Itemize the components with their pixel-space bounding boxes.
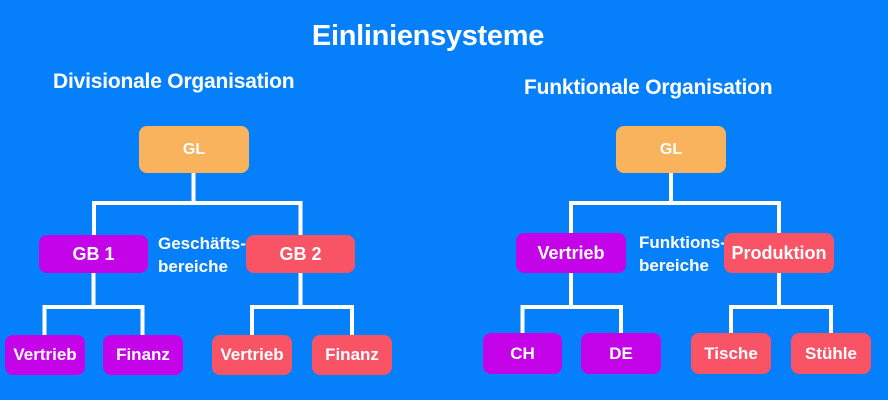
node-functional-de: DE — [581, 333, 661, 374]
node-divisional-gb2-vertrieb: Vertrieb — [212, 335, 292, 375]
annotation-line-2: bereiche — [158, 257, 228, 276]
node-divisional-gb1-finanz: Finanz — [103, 335, 183, 375]
node-functional-gl: GL — [616, 126, 726, 173]
annotation-line-1: Funktions- — [639, 233, 726, 252]
annotation-line-2: bereiche — [639, 256, 709, 275]
node-divisional-gb2-finanz: Finanz — [312, 335, 392, 375]
node-divisional-gl: GL — [139, 126, 249, 173]
annotation-line-1: Geschäfts- — [158, 234, 246, 253]
heading-divisional: Divisionale Organisation — [53, 70, 295, 93]
diagram-title: Einliniensysteme — [311, 20, 545, 52]
annotation-funktionsbereiche: Funktions- bereiche — [639, 231, 726, 277]
node-functional-produktion: Produktion — [724, 233, 834, 273]
annotation-geschaeftsbereiche: Geschäfts- bereiche — [158, 232, 246, 278]
node-divisional-gb2: GB 2 — [246, 235, 355, 273]
node-divisional-gb1: GB 1 — [39, 235, 148, 273]
heading-functional: Funktionale Organisation — [524, 76, 773, 99]
node-divisional-gb1-vertrieb: Vertrieb — [5, 335, 85, 375]
node-functional-ch: CH — [483, 333, 562, 374]
node-functional-tische: Tische — [691, 333, 771, 374]
node-functional-vertrieb: Vertrieb — [516, 233, 626, 273]
node-functional-stuehle: Stühle — [791, 333, 871, 374]
